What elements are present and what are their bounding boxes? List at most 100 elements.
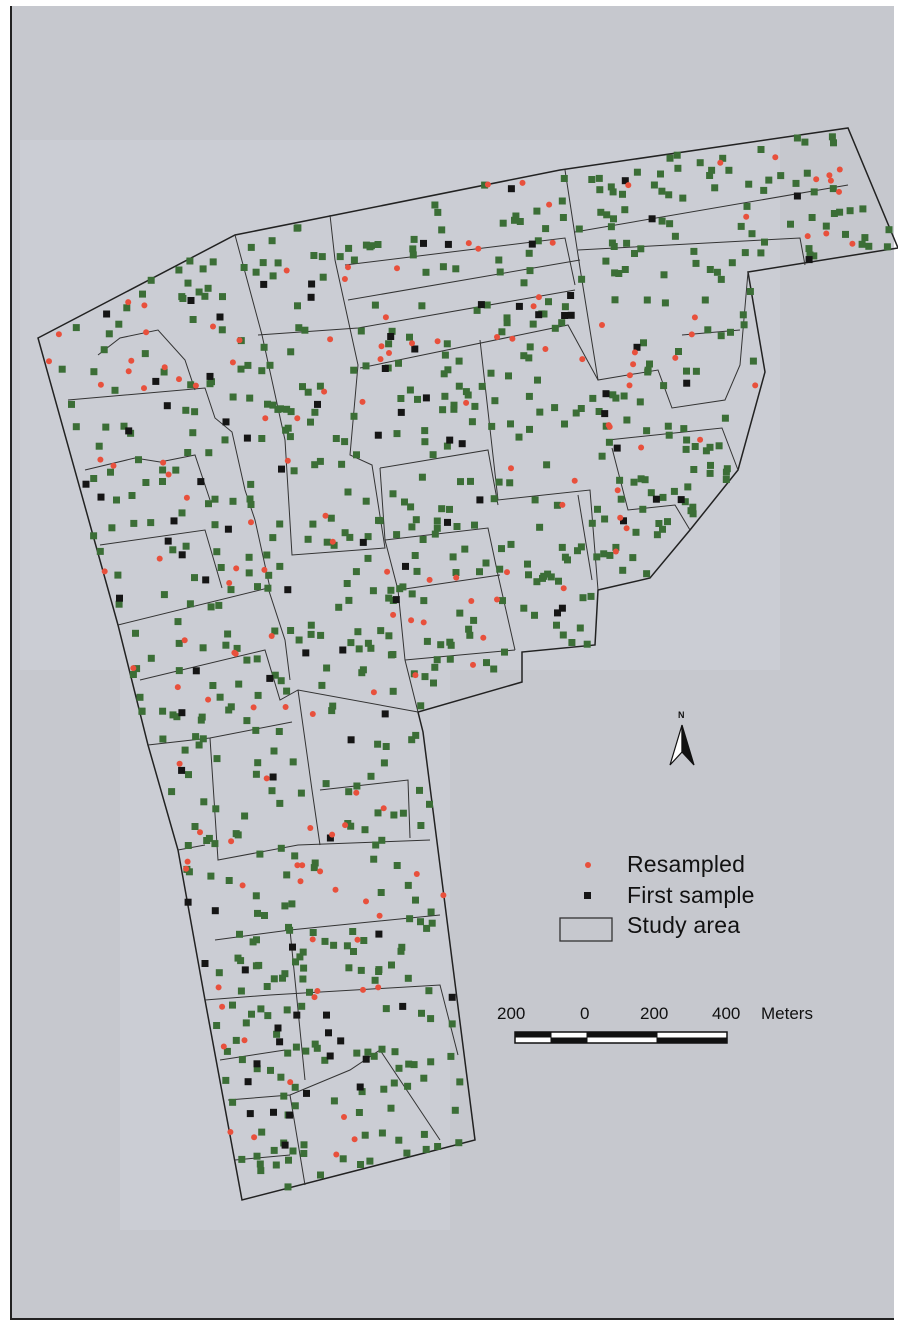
first-sample-point bbox=[308, 280, 316, 288]
green-sample-point bbox=[748, 230, 756, 238]
green-sample-point bbox=[671, 232, 679, 240]
green-sample-point bbox=[307, 418, 314, 426]
green-sample-point bbox=[533, 578, 541, 586]
green-sample-point bbox=[536, 408, 544, 416]
green-sample-point bbox=[90, 532, 98, 540]
green-sample-point bbox=[159, 735, 167, 743]
green-sample-point bbox=[271, 627, 279, 635]
green-sample-point bbox=[455, 382, 463, 390]
first-sample-point bbox=[446, 436, 454, 444]
green-sample-point bbox=[483, 659, 490, 667]
green-sample-point bbox=[229, 393, 237, 401]
green-sample-point bbox=[438, 226, 446, 234]
green-sample-point bbox=[286, 433, 294, 441]
green-sample-point bbox=[606, 551, 614, 559]
first-sample-point bbox=[278, 465, 285, 473]
green-sample-point bbox=[252, 892, 260, 900]
green-sample-point bbox=[264, 400, 271, 408]
green-sample-point bbox=[302, 1047, 310, 1055]
green-sample-point bbox=[408, 736, 416, 744]
green-sample-point bbox=[147, 276, 155, 284]
green-sample-point bbox=[616, 476, 624, 484]
resampled-point bbox=[480, 634, 487, 641]
green-sample-point bbox=[187, 381, 195, 389]
green-sample-point bbox=[377, 889, 385, 896]
first-sample-point bbox=[187, 297, 195, 304]
green-sample-point bbox=[295, 324, 303, 332]
green-sample-point bbox=[410, 235, 418, 243]
first-sample-point bbox=[164, 537, 172, 545]
green-sample-point bbox=[525, 571, 532, 579]
green-sample-point bbox=[249, 938, 257, 946]
green-sample-point bbox=[288, 900, 296, 908]
green-sample-point bbox=[199, 735, 207, 743]
green-sample-point bbox=[746, 288, 754, 295]
green-sample-point bbox=[601, 515, 609, 523]
resampled-point bbox=[341, 276, 348, 282]
first-sample-point bbox=[567, 292, 575, 299]
green-sample-point bbox=[345, 788, 353, 796]
green-sample-point bbox=[611, 269, 619, 277]
green-sample-point bbox=[499, 597, 506, 605]
green-sample-point bbox=[355, 1109, 363, 1116]
legend-symbols bbox=[559, 862, 613, 942]
resampled-points bbox=[46, 154, 856, 1158]
resampled-point bbox=[743, 213, 750, 220]
green-sample-point bbox=[483, 301, 491, 309]
green-sample-point bbox=[727, 328, 734, 336]
first-sample-point bbox=[222, 418, 230, 426]
scale-tick-200-right: 200 bbox=[640, 1004, 669, 1023]
green-sample-point bbox=[423, 637, 431, 645]
green-sample-point bbox=[169, 546, 177, 554]
green-sample-point bbox=[300, 1150, 308, 1157]
green-sample-point bbox=[545, 298, 552, 306]
green-sample-point bbox=[186, 257, 194, 265]
green-sample-point bbox=[836, 208, 844, 216]
green-sample-point bbox=[327, 514, 335, 522]
resampled-point bbox=[360, 986, 366, 993]
resampled-point bbox=[156, 555, 163, 562]
green-sample-point bbox=[370, 1052, 378, 1060]
green-sample-point bbox=[861, 234, 869, 242]
first-sample-point bbox=[201, 960, 209, 967]
green-sample-point bbox=[623, 239, 631, 247]
resampled-point bbox=[55, 331, 62, 338]
resampled-point bbox=[626, 372, 633, 379]
green-sample-point bbox=[661, 299, 669, 307]
green-sample-point bbox=[377, 627, 385, 635]
first-sample-point bbox=[82, 480, 90, 488]
green-sample-point bbox=[429, 451, 437, 459]
green-sample-point bbox=[473, 306, 481, 314]
green-sample-point bbox=[721, 414, 729, 422]
green-sample-point bbox=[409, 251, 417, 259]
green-sample-point bbox=[659, 493, 667, 501]
green-sample-point bbox=[372, 841, 380, 849]
green-sample-point bbox=[208, 378, 215, 386]
green-sample-point bbox=[526, 425, 533, 433]
green-sample-point bbox=[702, 447, 710, 455]
green-sample-point bbox=[108, 524, 116, 532]
green-sample-point bbox=[281, 970, 289, 978]
resampled-point bbox=[752, 382, 759, 389]
green-sample-point bbox=[211, 840, 219, 848]
green-sample-point bbox=[300, 964, 308, 972]
resampled-point bbox=[772, 154, 779, 161]
green-sample-point bbox=[553, 501, 561, 509]
green-sample-point bbox=[100, 346, 108, 354]
green-sample-point bbox=[757, 249, 765, 257]
green-sample-point bbox=[229, 1098, 237, 1106]
green-sample-point bbox=[647, 489, 655, 497]
green-sample-point bbox=[388, 961, 395, 969]
green-sample-point bbox=[683, 367, 690, 375]
green-sample-point bbox=[551, 404, 559, 412]
first-sample-point bbox=[648, 215, 656, 223]
green-sample-point bbox=[276, 562, 284, 570]
resampled-point bbox=[468, 598, 475, 604]
green-sample-point bbox=[296, 953, 304, 961]
resampled-point bbox=[519, 179, 526, 186]
resampled-point bbox=[181, 637, 188, 644]
green-sample-point bbox=[491, 397, 499, 405]
first-sample-point bbox=[805, 256, 813, 264]
green-sample-point bbox=[629, 554, 637, 562]
green-sample-point bbox=[111, 386, 119, 394]
